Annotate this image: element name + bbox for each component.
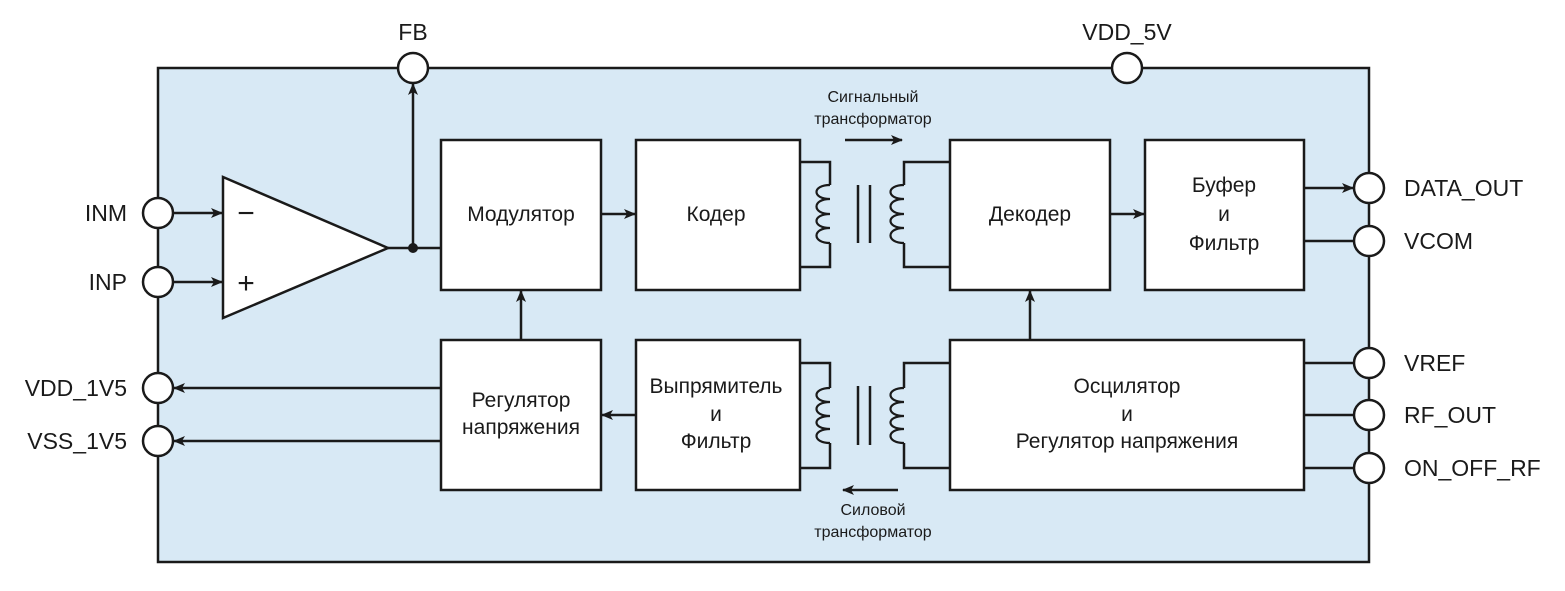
signal-transformer: Сигнальный трансформатор (800, 89, 950, 269)
pin-vcom[interactable]: VCOM (1352, 224, 1473, 258)
pin-vss-1v5[interactable]: VSS_1V5 (27, 424, 175, 458)
pin-fb-label: FB (398, 19, 427, 45)
power-transformer-label-2: трансформатор (814, 524, 932, 541)
block-rectifier-filter: Выпрямитель и Фильтр (634, 338, 802, 492)
pin-vref-label: VREF (1404, 350, 1465, 376)
pin-data-out[interactable]: DATA_OUT (1352, 171, 1523, 205)
amplifier-minus-sign: − (237, 197, 255, 230)
block-buffer-label-2: и (1218, 203, 1230, 226)
power-secondary-coil (889, 386, 905, 445)
block-rectifier-label-1: Выпрямитель (649, 375, 782, 398)
amplifier: − + (221, 175, 392, 320)
junction-dot (408, 243, 418, 253)
block-decoder-label: Декодер (989, 203, 1071, 226)
block-coder-label: Кодер (686, 203, 745, 226)
pin-inp-label: INP (89, 269, 127, 295)
signal-transformer-label-2: трансформатор (814, 111, 932, 128)
pin-on-off-rf-label: ON_OFF_RF (1404, 455, 1541, 481)
pin-vdd-5v-label: VDD_5V (1082, 19, 1172, 45)
signal-transformer-label-1: Сигнальный (827, 89, 918, 106)
pin-inm-label: INM (85, 200, 127, 226)
pin-on-off-rf[interactable]: ON_OFF_RF (1352, 451, 1541, 485)
block-coder: Кодер (634, 138, 802, 292)
block-oscillator-label-2: и (1121, 403, 1133, 426)
block-buffer-filter: Буфер и Фильтр (1143, 138, 1306, 292)
power-primary-coil (815, 386, 831, 445)
pin-rf-out[interactable]: RF_OUT (1352, 398, 1496, 432)
pin-vdd-5v[interactable]: VDD_5V (1082, 19, 1172, 85)
block-modulator: Модулятор (439, 138, 603, 292)
pin-vcom-label: VCOM (1404, 228, 1473, 254)
block-regulator: Регулятор напряжения (439, 338, 603, 492)
block-decoder: Декодер (948, 138, 1112, 292)
signal-secondary-coil (889, 183, 905, 245)
pin-vdd-1v5[interactable]: VDD_1V5 (25, 371, 175, 405)
block-regulator-label-2: напряжения (462, 416, 580, 439)
block-rectifier-label-2: и (710, 403, 722, 426)
block-oscillator-regulator: Осцилятор и Регулятор напряжения (948, 338, 1306, 492)
block-rectifier-label-3: Фильтр (681, 430, 752, 453)
pin-data-out-label: DATA_OUT (1404, 175, 1523, 201)
pin-inp[interactable]: INP (89, 265, 175, 299)
block-oscillator-label-1: Осцилятор (1074, 375, 1181, 398)
pin-vref[interactable]: VREF (1352, 346, 1465, 380)
power-transformer: Силовой трансформатор (800, 361, 950, 541)
block-regulator-label-1: Регулятор (472, 389, 571, 412)
pin-rf-out-label: RF_OUT (1404, 402, 1496, 428)
amplifier-triangle (221, 175, 392, 320)
block-buffer-label-3: Фильтр (1189, 232, 1260, 255)
block-oscillator-label-3: Регулятор напряжения (1016, 430, 1239, 453)
pin-fb[interactable]: FB (396, 19, 430, 85)
signal-primary-coil (815, 183, 831, 245)
block-buffer-label-1: Буфер (1192, 174, 1256, 197)
pin-inm[interactable]: INM (85, 196, 175, 230)
amplifier-plus-sign: + (237, 267, 255, 300)
block-modulator-label: Модулятор (467, 203, 575, 226)
power-transformer-label-1: Силовой (840, 502, 905, 519)
pin-vdd-1v5-label: VDD_1V5 (25, 375, 127, 401)
pin-vss-1v5-label: VSS_1V5 (27, 428, 127, 454)
